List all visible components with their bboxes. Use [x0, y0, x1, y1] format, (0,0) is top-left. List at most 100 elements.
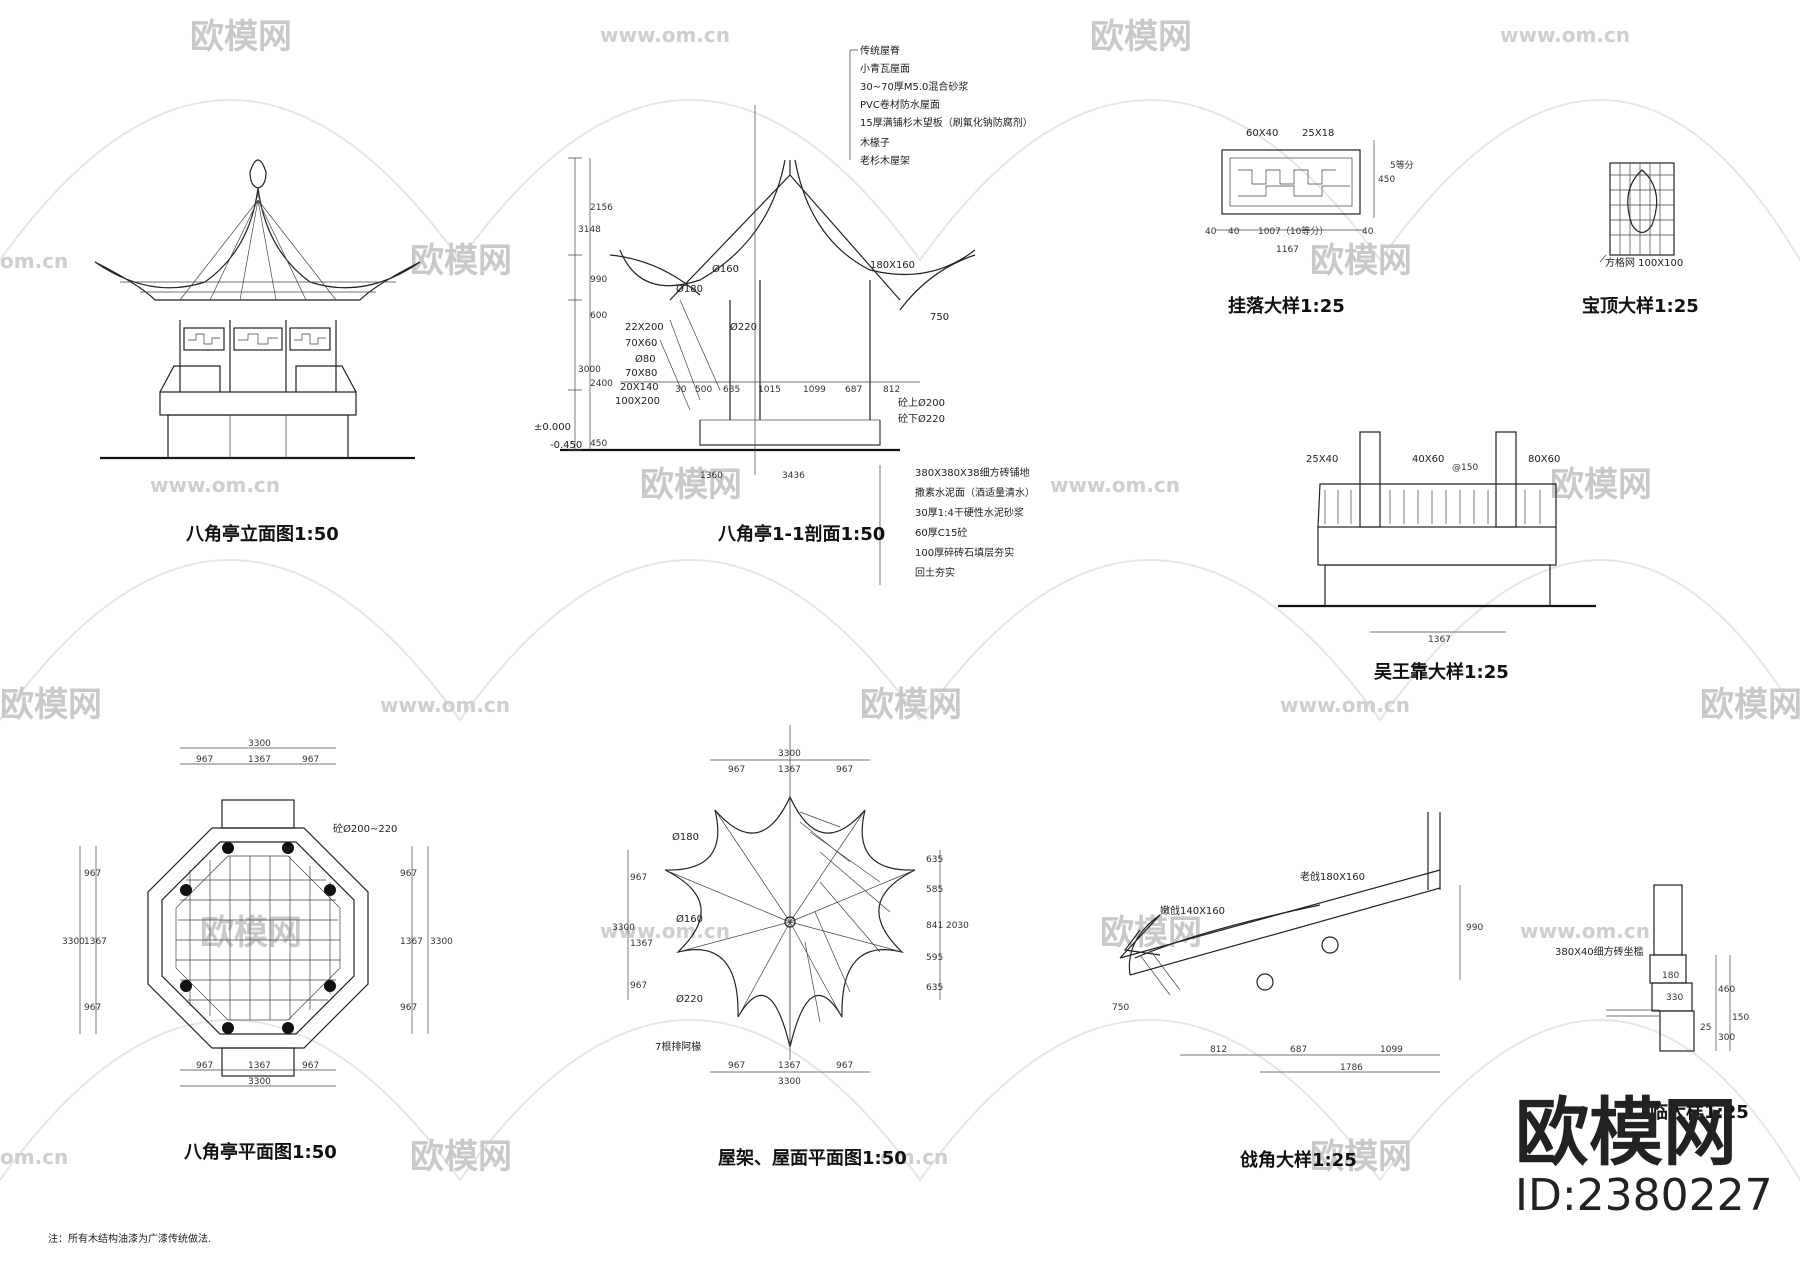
- roof-plan-dim: 967: [836, 1061, 853, 1071]
- roof-plan-dim: 635: [926, 983, 943, 993]
- roof-layer: 小青瓦屋面: [860, 62, 910, 75]
- roof-plan-dim: 967: [728, 765, 745, 775]
- plan-column: [222, 842, 234, 854]
- plan-dim: 1367: [248, 1061, 271, 1071]
- plan-dim: 1367: [84, 937, 107, 947]
- plan-dim: 3300: [248, 1077, 271, 1087]
- floor-layer: 380X380X38细方砖铺地: [915, 466, 1030, 479]
- plan-dim: 967: [84, 869, 101, 879]
- watermark-brand: 欧模网: [410, 1137, 512, 1177]
- roof-plan-label: Ø180: [672, 831, 699, 843]
- watermark-brand: 欧模网: [410, 241, 512, 281]
- corner-label: 687: [1290, 1045, 1307, 1055]
- fascia-dim: 1007（10等分）: [1258, 225, 1328, 237]
- plan-dim: 3300: [248, 739, 271, 749]
- roof-plan-dim: 585: [926, 885, 943, 895]
- plan-column-label: 砼Ø200~220: [333, 822, 397, 835]
- plan-dim: 3300: [62, 937, 85, 947]
- watermark-brand: 欧模网: [640, 465, 742, 505]
- caption-corner: 戗角大样1:25: [1240, 1149, 1357, 1171]
- corner-detail: 嫩戗140X160 老戗180X160 750 990 812 687 1099…: [1112, 812, 1483, 1171]
- plan-dim: 967: [196, 755, 213, 765]
- watermark-url: om.cn: [0, 1145, 68, 1169]
- vdim: 450: [590, 439, 607, 449]
- seat-label: 150: [1732, 1013, 1749, 1023]
- plan-column: [324, 980, 336, 992]
- section-label: 750: [930, 312, 949, 323]
- corner-label: 1786: [1340, 1063, 1363, 1073]
- hdim: 1360: [700, 471, 723, 481]
- section-label: 70X60: [625, 338, 657, 349]
- pavilion-plan: 3300 967 1367 967 967 1367 967 3300 967 …: [62, 739, 453, 1163]
- section-label: Ø160: [712, 263, 739, 275]
- hdim: 812: [883, 385, 900, 395]
- corner-label: 812: [1210, 1045, 1227, 1055]
- seat-detail: 380X40细方砖坐槛 180 330 460 150 25 300 临大样1:…: [1555, 884, 1749, 1123]
- watermark-url: om.cn: [0, 249, 68, 273]
- caption-bench: 吴王靠大样1:25: [1374, 661, 1509, 683]
- watermark-url: www.om.cn: [1500, 23, 1630, 47]
- roof-plan-dim: 595: [926, 953, 943, 963]
- finial-detail: 方格网 100X100 宝顶大样1:25: [1582, 162, 1699, 317]
- plan-dim: 1367: [248, 755, 271, 765]
- section-label: 20X140: [620, 382, 659, 393]
- plan-dim: 1367: [400, 937, 423, 947]
- plan-column: [282, 842, 294, 854]
- section-label: 180X160: [870, 260, 915, 271]
- watermark-brand: 欧模网: [190, 17, 292, 57]
- caption-seat: 临大样1:25: [1650, 1101, 1749, 1123]
- bench-dim: 1367: [1428, 635, 1451, 645]
- level-mark: -0.450: [550, 440, 582, 451]
- roof-layer: 传统屋脊: [860, 44, 900, 57]
- roof-layer: 15厚满铺杉木望板（刷氟化钠防腐剂）: [860, 116, 1033, 129]
- pavilion-elevation: 八角亭立面图1:50: [94, 159, 421, 545]
- watermark-arcs: [0, 99, 1800, 1182]
- fascia-dim: 450: [1378, 175, 1395, 185]
- plan-dim: 967: [302, 755, 319, 765]
- bench-detail: 25X40 40X60 @150 80X60 1367 吴王靠大样1:25: [1278, 431, 1596, 683]
- general-note: 注：所有木结构油漆为广漆传统做法.: [48, 1232, 211, 1245]
- brand-id: ID:2380227: [1515, 1170, 1773, 1221]
- roof-plan-dim: 967: [630, 981, 647, 991]
- floor-layer: 100厚碎砖石填层夯实: [915, 546, 1014, 559]
- fascia-dim: 60X40: [1246, 128, 1278, 139]
- watermark-texts: 欧模网 www.om.cn 欧模网 www.om.cn om.cn 欧模网 欧模…: [0, 17, 1800, 1177]
- vdim: 2156: [590, 203, 613, 213]
- watermark-url: www.om.cn: [150, 473, 280, 497]
- plan-column: [180, 884, 192, 896]
- watermark-brand: 欧模网: [1310, 241, 1412, 281]
- hanging-fascia-detail: 60X40 25X18 40 40 1007（10等分） 1167 40 450…: [1205, 128, 1414, 317]
- caption-elevation: 八角亭立面图1:50: [186, 523, 339, 545]
- plan-column: [180, 980, 192, 992]
- vdim: 3148: [578, 225, 601, 235]
- roof-plan: Ø180 Ø160 Ø220 7根排阿椽 3300 967 1367 967 9…: [612, 725, 969, 1169]
- plan-dim: 3300: [430, 937, 453, 947]
- brand-logo-text: 欧模网: [1515, 1090, 1737, 1176]
- plan-dim: 967: [84, 1003, 101, 1013]
- plan-dim: 967: [400, 1003, 417, 1013]
- bench-dim: 25X40: [1306, 454, 1338, 465]
- roof-plan-dim: 841: [926, 921, 943, 931]
- watermark-brand: 欧模网: [1100, 913, 1202, 953]
- floor-layer: 撒素水泥面（酒适量清水）: [915, 486, 1035, 499]
- hdim: 500: [695, 385, 712, 395]
- roof-plan-dim: 967: [630, 873, 647, 883]
- section-label: 70X80: [625, 368, 657, 379]
- fascia-dim: 1167: [1276, 245, 1299, 255]
- floor-layer: 30厚1:4干硬性水泥砂浆: [915, 506, 1024, 519]
- seat-label: 380X40细方砖坐槛: [1555, 945, 1644, 958]
- bench-dim: 80X60: [1528, 454, 1560, 465]
- level-mark: ±0.000: [534, 422, 571, 433]
- section-label: Ø80: [635, 353, 656, 365]
- pavilion-section: 传统屋脊 小青瓦屋面 30~70厚M5.0混合砂浆 PVC卷材防水屋面 15厚满…: [534, 44, 1035, 585]
- roof-plan-dim: 1367: [630, 939, 653, 949]
- roof-plan-dim: 967: [728, 1061, 745, 1071]
- seat-label: 300: [1718, 1033, 1735, 1043]
- fascia-dim: 40: [1362, 227, 1374, 237]
- corner-label: 嫩戗140X160: [1160, 904, 1225, 917]
- roof-layer: 木椽子: [860, 136, 890, 149]
- vdim: 990: [590, 275, 607, 285]
- hdim: 1015: [758, 385, 781, 395]
- seat-label: 25: [1700, 1023, 1711, 1033]
